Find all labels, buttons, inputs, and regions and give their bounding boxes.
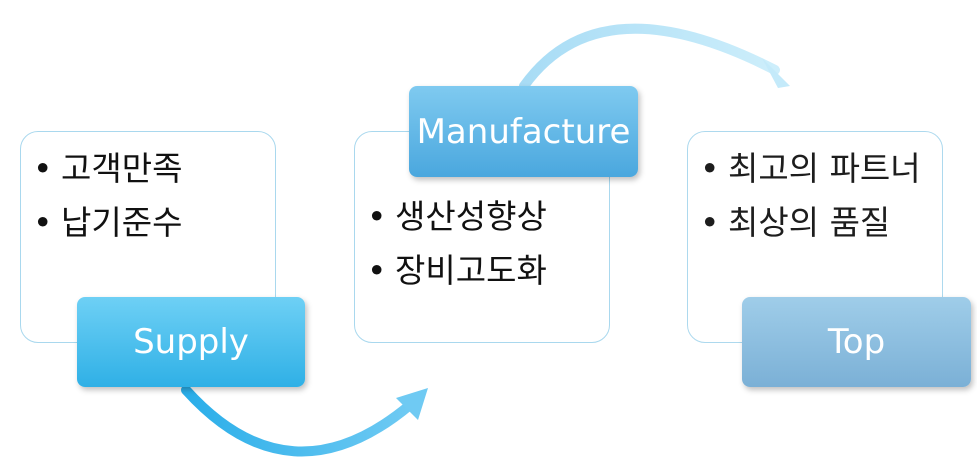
bullet-icon: • [367, 251, 387, 290]
bullet-icon: • [33, 203, 53, 242]
list-item-text: 납기준수 [61, 203, 183, 242]
supply-label: Supply [133, 322, 249, 362]
supply-label-box: Supply [77, 297, 305, 387]
bullet-icon: • [700, 149, 720, 188]
manufacture-label: Manufacture [416, 111, 631, 152]
list-item: • 최고의 파트너 [694, 150, 921, 188]
bullet-icon: • [700, 203, 720, 242]
arrow-supply-to-manufacture [181, 385, 415, 457]
list-item: • 최상의 품질 [694, 204, 921, 242]
list-item: • 장비고도화 [361, 252, 547, 290]
list-item-text: 고객만족 [61, 149, 183, 188]
list-item-text: 장비고도화 [395, 251, 547, 290]
list-item: • 납기준수 [27, 204, 182, 242]
top-label: Top [827, 322, 886, 362]
arrowhead-1 [396, 388, 428, 420]
list-item-text: 최상의 품질 [728, 203, 891, 242]
manufacture-item-list: • 생산성향상 • 장비고도화 [361, 198, 547, 306]
supply-item-list: • 고객만족 • 납기준수 [27, 150, 182, 258]
list-item: • 고객만족 [27, 150, 182, 188]
list-item-text: 최고의 파트너 [728, 149, 921, 188]
list-item: • 생산성향상 [361, 198, 547, 236]
manufacture-label-box: Manufacture [409, 86, 638, 177]
arrow-manufacture-to-top [519, 23, 780, 91]
bullet-icon: • [33, 149, 53, 188]
arrowhead-2 [762, 58, 790, 88]
bullet-icon: • [367, 197, 387, 236]
list-item-text: 생산성향상 [395, 197, 547, 236]
top-item-list: • 최고의 파트너 • 최상의 품질 [694, 150, 921, 258]
top-label-box: Top [742, 297, 971, 387]
